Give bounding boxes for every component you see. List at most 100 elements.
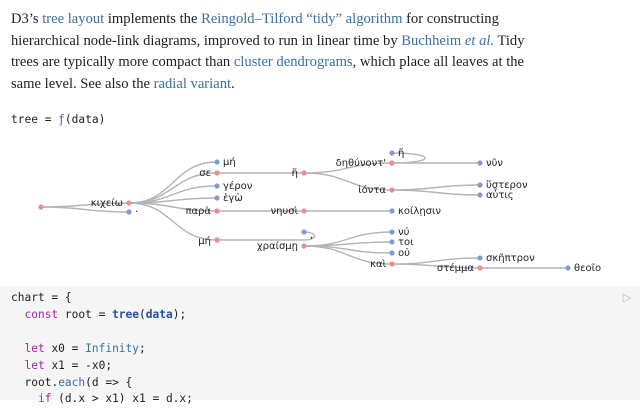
code-token: x0 = xyxy=(44,341,86,355)
code-line: let x0 = Infinity; xyxy=(11,341,145,355)
tree-node-leaf xyxy=(214,195,220,201)
node-label: τοι xyxy=(398,237,414,248)
function-symbol[interactable]: ƒ xyxy=(58,113,65,126)
tree-node-leaf xyxy=(565,265,571,271)
node-label: νύ xyxy=(398,226,410,238)
node-label: γέρον xyxy=(223,180,253,192)
code-keyword: let xyxy=(24,341,45,355)
code-data-ref[interactable]: data xyxy=(145,307,173,321)
code-token: (d.x > x1) x1 = d.x; xyxy=(51,392,193,406)
tree-link xyxy=(128,202,218,241)
node-label: ἤ xyxy=(292,167,298,179)
radial-variant-link[interactable]: radial variant xyxy=(153,75,232,92)
tree-node-internal xyxy=(214,170,220,176)
code-line: chart = { xyxy=(11,291,72,304)
node-label: μή xyxy=(223,156,236,168)
tree-node-leaf xyxy=(389,239,395,245)
tree-link xyxy=(391,152,426,164)
tree-node-internal xyxy=(389,187,395,193)
code-function-ref[interactable]: tree xyxy=(112,307,140,321)
tree-link xyxy=(40,206,130,213)
node-label: οὐ xyxy=(398,247,410,259)
cell-args: (data) xyxy=(64,113,106,126)
code-token: ( xyxy=(139,307,146,321)
reingold-tilford-link[interactable]: Reingold–Tilford “tidy” algorithm xyxy=(201,11,403,27)
tree-link xyxy=(303,231,316,241)
cell-name: tree xyxy=(11,113,38,126)
tree-node-internal xyxy=(389,261,395,267)
tree-node-internal xyxy=(301,208,307,214)
intro-text: , which place all leaves at the same lev… xyxy=(11,54,525,92)
tidy-tree-diagram: κιχείω · μή σε γέρον ἐγὼ παρὰ μή ἤ νηυσὶ… xyxy=(38,147,601,274)
node-label: μή xyxy=(198,235,211,247)
node-label: κοίλῃσιν xyxy=(398,205,441,217)
code-line: root.each(d => { xyxy=(11,376,132,389)
play-icon[interactable]: ▷ xyxy=(622,291,632,304)
tree-link xyxy=(303,245,393,265)
node-label: ἰόντα xyxy=(358,184,386,196)
node-label: καὶ xyxy=(370,258,386,270)
et-al: et al. xyxy=(464,32,495,49)
tree-node-internal xyxy=(38,204,44,210)
code-token: x1 = -x0; xyxy=(44,358,113,372)
code-keyword: if xyxy=(37,392,52,406)
code-token: . xyxy=(51,375,59,389)
tree-links xyxy=(40,152,568,269)
tree-node-leaf xyxy=(301,229,307,235)
node-label: , xyxy=(310,230,313,241)
code-keyword: const xyxy=(24,307,59,321)
intro-text: for constructing hierarchical node-link … xyxy=(11,11,499,49)
node-label: νῦν xyxy=(486,158,503,169)
tree-link xyxy=(391,189,481,196)
intro-text: Tidy trees are typically more compact th… xyxy=(11,32,525,71)
node-label: σε xyxy=(199,168,211,179)
code-keyword: let xyxy=(24,358,45,372)
buchheim-name: Buchheim xyxy=(401,32,465,49)
tree-link xyxy=(128,197,218,204)
tree-node-leaf xyxy=(389,150,395,156)
tree-node-internal xyxy=(214,208,220,214)
cell-equals: = xyxy=(37,113,59,126)
code-line: const root = tree(data); xyxy=(11,308,186,321)
node-label: θεοῖο xyxy=(574,263,601,274)
tree-link xyxy=(303,172,393,191)
node-label: νηυσὶ xyxy=(271,205,299,217)
intro-text: D3’s xyxy=(11,11,43,27)
tree-node-leaf xyxy=(126,209,132,215)
tree-link xyxy=(303,241,393,247)
tree-link xyxy=(391,184,481,191)
code-token: chart = { xyxy=(11,291,72,304)
code-token: root = xyxy=(58,307,113,321)
tree-node-internal xyxy=(301,243,307,249)
tree-node-leaf xyxy=(214,159,220,165)
cluster-dendrograms-link[interactable]: cluster dendrograms xyxy=(233,54,353,70)
buchheim-link[interactable]: Buchheim et al. xyxy=(401,33,494,49)
node-label: δηθύνοντ' xyxy=(336,157,386,169)
tree-node-leaf xyxy=(477,182,483,188)
tree-node-internal xyxy=(126,200,132,206)
node-label: στέμμα xyxy=(437,262,474,274)
code-editor[interactable]: chart = { const root = tree(data); let x… xyxy=(0,286,640,405)
code-token: root xyxy=(24,375,52,389)
node-label: ὕστερον xyxy=(486,179,528,191)
tree-node-leaf xyxy=(477,160,483,166)
tree-node-internal xyxy=(301,170,307,176)
tree-node-leaf xyxy=(389,250,395,256)
tree-node-leaf xyxy=(214,183,220,189)
node-label: αὖτις xyxy=(486,188,514,201)
node-label: χραίσμῃ xyxy=(257,240,298,252)
tree-layout-link[interactable]: tree layout xyxy=(42,11,105,27)
tree-node-leaf xyxy=(477,192,483,198)
intro-paragraph: D3’s tree layout implements the Reingold… xyxy=(11,9,531,95)
tree-node-leaf xyxy=(389,208,395,214)
tree-link xyxy=(128,202,218,212)
code-lines: chart = { const root = tree(data); let x… xyxy=(11,290,193,408)
node-label: παρὰ xyxy=(185,205,211,217)
cell-definition[interactable]: tree = ƒ(data) xyxy=(11,113,105,126)
tree-node-leaf xyxy=(477,255,483,261)
node-label: σκῆπτρον xyxy=(486,253,535,264)
code-method: each xyxy=(58,375,86,389)
tree-node-internal xyxy=(214,237,220,243)
node-label: κιχείω xyxy=(91,197,123,209)
node-label: ἐγὼ xyxy=(223,192,243,204)
